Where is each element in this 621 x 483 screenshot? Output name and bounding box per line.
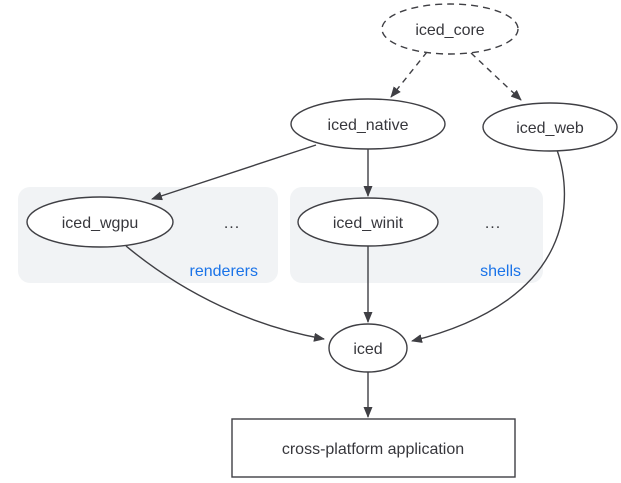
iced-native-label: iced_native <box>328 117 409 134</box>
node-iced-wgpu: iced_wgpu <box>26 196 174 248</box>
iced-web-label: iced_web <box>516 120 584 137</box>
shells-ellipsis: ... <box>485 215 501 232</box>
node-cross-platform-application: cross-platform application <box>231 418 516 478</box>
edge-core-to-native <box>390 51 428 98</box>
shells-group-label: shells <box>480 263 521 280</box>
iced-web-ellipse <box>482 102 618 152</box>
node-iced-web: iced_web <box>482 102 618 152</box>
iced-core-label: iced_core <box>415 22 484 39</box>
iced-native-ellipse <box>290 98 446 150</box>
node-iced-core: iced_core <box>381 3 519 55</box>
node-iced: iced <box>328 323 408 373</box>
iced-wgpu-label: iced_wgpu <box>62 215 139 232</box>
iced-label: iced <box>353 341 382 358</box>
cross-platform-application-rect <box>231 418 516 478</box>
renderers-group-label: renderers <box>190 263 258 280</box>
node-iced-winit: iced_winit <box>297 197 439 247</box>
iced-core-ellipse <box>381 3 519 55</box>
iced-wgpu-ellipse <box>26 196 174 248</box>
iced-ellipse <box>328 323 408 373</box>
edge-wgpu-to-iced <box>125 245 325 342</box>
renderers-ellipsis: ... <box>224 215 240 232</box>
cross-platform-application-label: cross-platform application <box>282 441 464 458</box>
edge-web-to-iced <box>411 149 566 343</box>
edge-core-to-web <box>470 52 522 101</box>
iced-winit-label: iced_winit <box>333 215 404 232</box>
edge-native-to-wgpu <box>151 144 317 201</box>
iced-winit-ellipse <box>297 197 439 247</box>
node-iced-native: iced_native <box>290 98 446 150</box>
